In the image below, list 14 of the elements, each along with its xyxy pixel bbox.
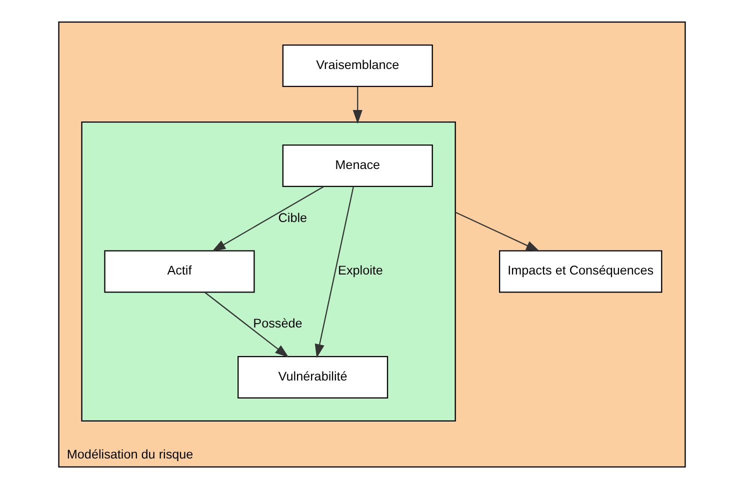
arrow: [455, 212, 540, 252]
node-box: Menace: [282, 144, 433, 188]
cluster: [81, 122, 456, 422]
node-box: Vulnérabilité: [238, 356, 388, 399]
node-box: Vraisemblance: [282, 44, 433, 88]
arrow: [314, 186, 354, 358]
edge-label: Exploite: [338, 264, 383, 278]
arrow: [352, 86, 362, 124]
arrow: [204, 292, 289, 358]
node-box: Actif: [104, 250, 255, 293]
edge-label: Cible: [278, 210, 308, 225]
arrow: [212, 186, 324, 252]
edge-label: Possède: [253, 316, 302, 331]
node-box: Impacts et Conséquences: [499, 250, 662, 293]
